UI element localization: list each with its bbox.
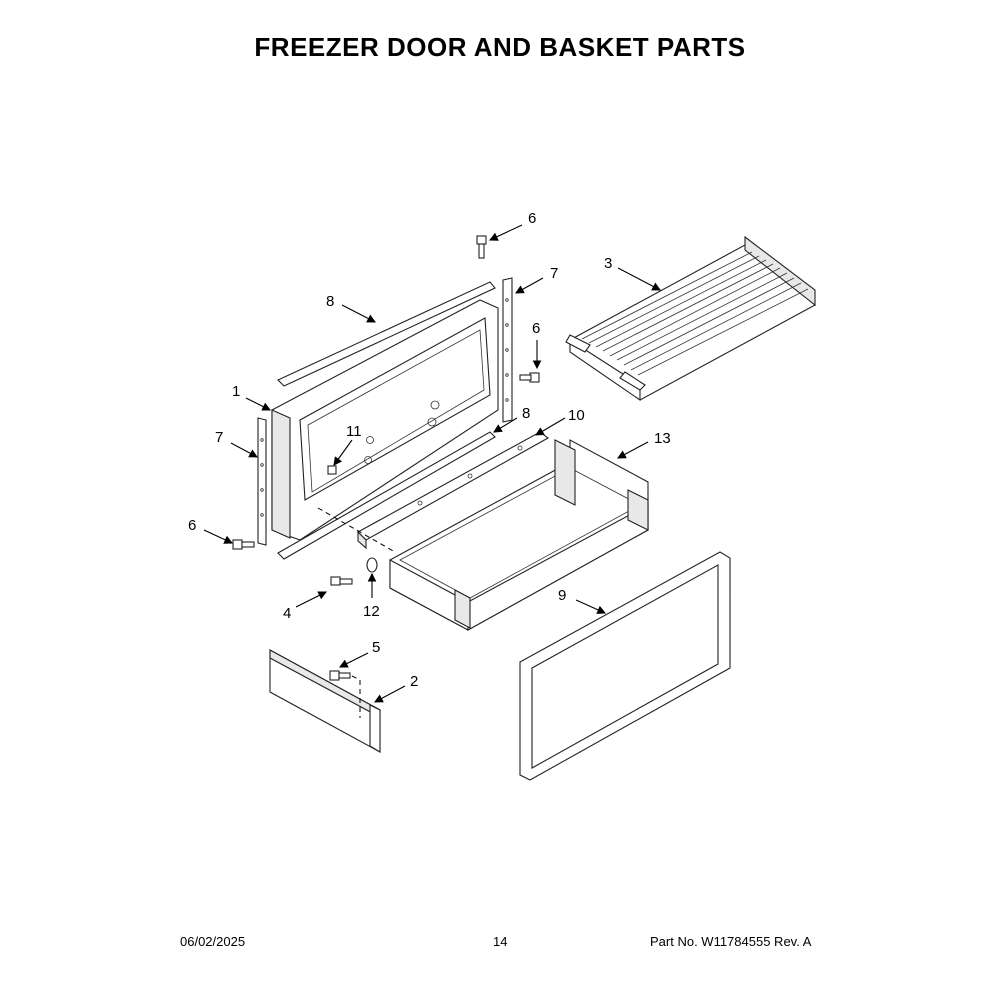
- footer-date: 06/02/2025: [180, 934, 246, 949]
- screw-right: [519, 372, 540, 383]
- callout-12: 12: [363, 603, 380, 620]
- freezer-door: [271, 299, 499, 541]
- clip: [327, 465, 337, 475]
- basket-rail: [357, 431, 550, 550]
- callout-8-mid: 8: [522, 405, 530, 422]
- footer-page-number: 14: [493, 934, 508, 949]
- callout-7-left: 7: [215, 429, 223, 446]
- callout-13: 13: [654, 430, 671, 447]
- callout-6-left: 6: [188, 517, 196, 534]
- drawer-front-trim: [269, 649, 381, 753]
- callout-9: 9: [558, 587, 566, 604]
- leader-arrows: [203, 224, 661, 703]
- door-trim-bottom: [277, 431, 496, 560]
- callout-6-right: 6: [532, 320, 540, 337]
- screw-trim: [329, 670, 351, 681]
- page-title: FREEZER DOOR AND BASKET PARTS: [254, 32, 746, 62]
- callout-labels: 6 3 7 8 6 1 7 8 10 13 11 6 4 12 9 5 2: [188, 210, 671, 690]
- screw-left: [232, 539, 255, 550]
- door-bracket-left: [257, 417, 267, 546]
- callout-5: 5: [372, 639, 380, 656]
- door-trim-top: [277, 281, 496, 387]
- screw-basket: [330, 576, 353, 586]
- callout-10: 10: [568, 407, 585, 424]
- wire-shelf: [565, 235, 816, 402]
- alignment-line-trim: [351, 675, 361, 718]
- callout-2: 2: [410, 673, 418, 690]
- callout-1: 1: [232, 383, 240, 400]
- screw-top: [476, 235, 487, 259]
- callout-7-right: 7: [550, 265, 558, 282]
- callout-4: 4: [283, 605, 291, 622]
- freezer-basket: [389, 439, 649, 631]
- alignment-line-door: [317, 507, 396, 553]
- door-bracket-right: [502, 277, 513, 423]
- door-gasket: [519, 551, 731, 781]
- callout-8-top: 8: [326, 293, 334, 310]
- callout-6-top: 6: [528, 210, 536, 227]
- callout-3: 3: [604, 255, 612, 272]
- callout-11: 11: [346, 423, 362, 440]
- footer-part-number: Part No. W11784555 Rev. A: [650, 934, 812, 949]
- spacer: [366, 557, 378, 573]
